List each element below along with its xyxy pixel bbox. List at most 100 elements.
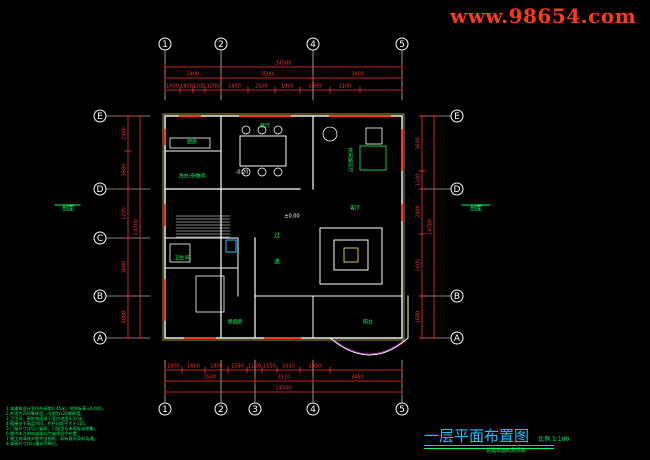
- axis-bubble-top-5-circle: [395, 37, 409, 51]
- drawing-title-block: 一层平面布置图 比例 1:100: [424, 425, 570, 449]
- dining-chair: [241, 125, 251, 135]
- note-line: 1.本建筑设计室内外高差0.45米，地坪标高±0.000。: [6, 406, 107, 411]
- note-line: 6.图中未注明的墙体均为轴线居中布置。: [6, 431, 82, 436]
- drawing-scale: 比例 1:100: [538, 436, 570, 443]
- axis-bubble-bottom-4: 4: [310, 405, 316, 415]
- dim-top-mid-label: 3500: [261, 72, 274, 78]
- room-label-sunroom: 阳台: [363, 319, 373, 326]
- room-label-bathroom: 卫生间: [174, 255, 189, 262]
- dim-top-total-label: 14500: [276, 61, 292, 67]
- axis-bubble-bottom-3: 3: [252, 405, 258, 415]
- dim-bottom-inner-label: 1150: [248, 364, 261, 370]
- axis-bubble-bottom-1-circle: [158, 402, 172, 416]
- room-label-kitchen: 厨房: [187, 139, 197, 146]
- coffee-table: [333, 239, 369, 271]
- dim-bottom-mid-label: 3500: [204, 375, 217, 381]
- dim-top-inner-label: 1100: [193, 84, 206, 90]
- note-line: 4.楼梯扶手高度900，栏杆间距不大于110。: [6, 421, 89, 426]
- dim-left-inner-label: 4800: [122, 311, 128, 324]
- axis-bubble-right-A: A: [454, 334, 461, 344]
- axis-bubble-bottom-3-circle: [248, 402, 262, 416]
- title-underline: [424, 445, 554, 446]
- dim-left-inner-label: 3600: [122, 261, 128, 274]
- dim-bottom-inner-label: 1650: [282, 364, 295, 370]
- section-label-left: 剖面: [62, 205, 74, 213]
- axis-bubble-top-4: 4: [310, 40, 316, 50]
- section-label-right: 剖面: [470, 205, 482, 213]
- axis-bubble-left-D: D: [97, 185, 104, 195]
- axis-bubble-left-B: B: [97, 292, 103, 302]
- dim-bottom-total-label: 14500: [276, 386, 292, 392]
- dim-bottom-inner-label: 1850: [309, 364, 322, 370]
- axis-bubble-top-2-circle: [214, 37, 228, 51]
- axis-bubble-right-D: D: [454, 185, 461, 195]
- axis-bubble-left-E: E: [97, 112, 103, 122]
- dim-right-inner-label: 1600: [416, 311, 422, 324]
- note-line: 7.施工前请核对各专业图纸，如有疑问及时沟通。: [6, 436, 98, 441]
- side-table: [365, 127, 383, 145]
- level-mark-b: -0.20: [236, 170, 249, 176]
- dim-top-inner-label: 1800: [180, 84, 193, 90]
- bathtub: [169, 243, 191, 263]
- dim-right-inner-label: 2400: [416, 205, 422, 218]
- exterior-wall: [164, 115, 403, 339]
- dim-top-inner-label: 1100: [339, 84, 352, 90]
- axis-bubble-top-1-circle: [158, 37, 172, 51]
- axis-bubble-bottom-5-circle: [395, 402, 409, 416]
- axis-bubble-bottom-4-circle: [306, 402, 320, 416]
- axis-bubble-left-A: A: [97, 334, 104, 344]
- dining-table: [239, 135, 287, 167]
- dim-bottom-mid-label: 3510: [278, 375, 291, 381]
- room-label-laundry: 洗衣/杂物间: [179, 173, 206, 180]
- dim-top-inner-label: 1900: [281, 84, 294, 90]
- room-label-hall-right: 道: [274, 258, 280, 266]
- dining-chair: [257, 125, 267, 135]
- note-line: 8.本图尺寸均以毫米为单位。: [6, 441, 61, 446]
- axis-bubble-top-2: 2: [218, 40, 224, 50]
- dim-top-mid-label: 2400: [187, 72, 200, 78]
- axis-bubble-top-4-circle: [306, 37, 320, 51]
- lounge-chair: [322, 126, 338, 142]
- dim-bottom-inner-label: 1805: [167, 364, 180, 370]
- kitchen-counter: [169, 137, 211, 149]
- note-line: 2.外墙为240厚砖墙，内墙为120厚砖墙。: [6, 411, 85, 416]
- dining-chair: [273, 125, 283, 135]
- dim-left-inner-label: 3600: [122, 164, 128, 177]
- design-notes: 1.本建筑设计室内外高差0.45米，地坪标高±0.000。 2.外墙为240厚砖…: [6, 406, 196, 446]
- drawing-title: 一层平面布置图: [424, 427, 530, 445]
- dim-top-inner-label: 1200: [207, 84, 220, 90]
- axis-bubble-left-C: C: [97, 234, 103, 244]
- room-label-dining: 餐厅: [260, 123, 270, 130]
- dim-right-inner-label: 3600: [416, 137, 422, 150]
- axis-bubble-bottom-1: 1: [162, 405, 168, 415]
- dim-left-total-label: 14700: [134, 219, 140, 235]
- dim-top-inner-label: 1600: [166, 84, 179, 90]
- sunroom-inner-arc: [333, 339, 405, 355]
- dim-left-inner-label: 2400: [122, 127, 128, 140]
- exterior-wall-outline: [162, 113, 405, 341]
- water-heater: [225, 239, 237, 253]
- dim-top-inner-label: 2500: [255, 84, 268, 90]
- living-sofa-set: [319, 227, 383, 285]
- title-underline-secondary: [424, 448, 554, 449]
- room-label-nanny: 保姆房: [227, 319, 242, 326]
- dim-bottom-inner-label: 1805: [210, 364, 223, 370]
- dim-right-inner-label: 1200: [416, 174, 422, 187]
- dim-top-inner-label: 1600: [228, 84, 241, 90]
- dim-right-inner-label: 2605: [416, 259, 422, 272]
- bed: [195, 275, 225, 313]
- dim-right-total-label: 14700: [428, 219, 434, 235]
- room-label-hall-left: 过: [274, 232, 280, 240]
- dim-left-inner-label: 1200: [122, 207, 128, 220]
- room-label-entertainment: 休闲娱乐厅: [347, 147, 354, 172]
- axis-bubble-right-E: E: [454, 112, 460, 122]
- axis-bubble-top-5: 5: [399, 40, 405, 50]
- note-line: 3.卫生间、厨房地面低于室内地面0.02米。: [6, 416, 87, 421]
- coffee-table-top: [343, 247, 359, 263]
- note-line: 5.门窗尺寸详见门窗表，门窗型号参照标准图集。: [6, 426, 98, 431]
- dining-chair: [257, 167, 267, 177]
- room-label-living: 客厅: [350, 205, 360, 212]
- pool-table: [359, 145, 387, 171]
